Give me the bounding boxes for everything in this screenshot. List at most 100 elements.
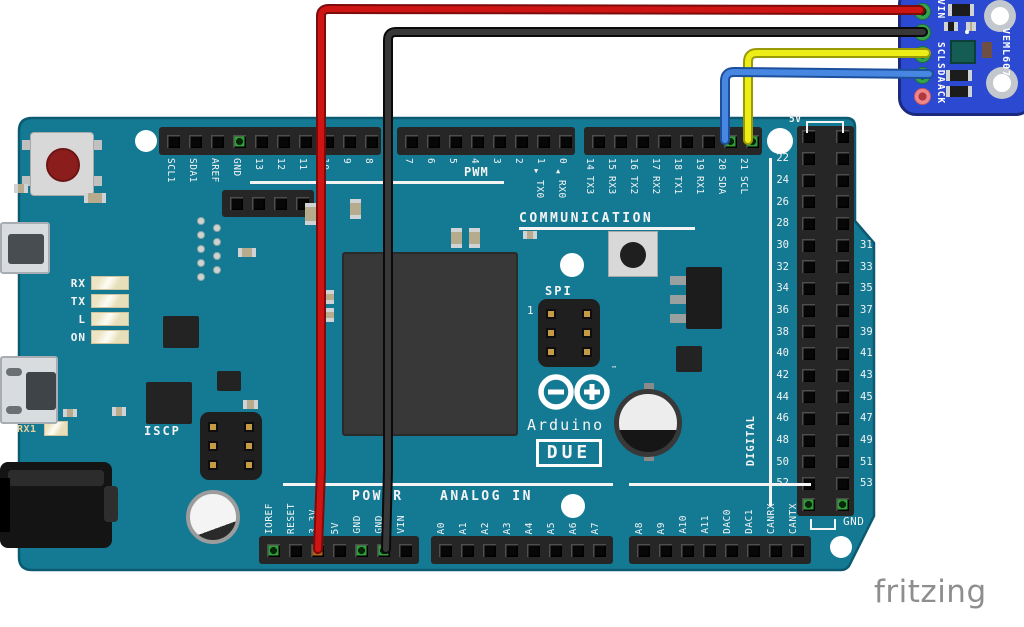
header-pin[interactable] [273,197,287,210]
header-pin[interactable] [802,260,815,274]
header-pin[interactable] [724,543,738,557]
header-pin[interactable] [836,325,849,339]
header-pin[interactable] [680,543,694,557]
header-pin[interactable] [790,543,804,557]
top-header2-pins[interactable] [397,127,575,155]
header-pin[interactable] [460,543,474,557]
header-pin[interactable] [591,134,605,148]
erase-button[interactable] [608,231,658,277]
header-pin[interactable] [836,151,849,165]
header-pin[interactable] [332,543,346,557]
header-pin[interactable] [548,543,562,557]
spi-header[interactable] [538,299,600,367]
wire-sda-blue[interactable] [720,67,934,145]
header-pin[interactable] [802,281,815,295]
power-jack[interactable] [0,462,118,548]
header-pin[interactable] [232,134,246,148]
spi-pin[interactable] [546,327,556,338]
header-pin[interactable] [558,134,572,148]
wire-ground-black[interactable] [381,27,928,554]
header-pin[interactable] [657,134,671,148]
iscp-pin[interactable] [244,440,254,451]
header-pin[interactable] [210,134,224,148]
usb-native-port[interactable] [0,356,58,424]
digital-header-strip[interactable] [797,126,854,516]
header-pin[interactable] [398,543,412,557]
header-pin[interactable] [802,303,815,317]
mcu-chip[interactable] [342,252,518,436]
header-pin[interactable] [802,390,815,404]
header-pin[interactable] [802,195,815,209]
sensor-pin[interactable] [914,88,931,106]
header-pin[interactable] [658,543,672,557]
reset-button[interactable] [30,132,94,196]
header-pin[interactable] [836,498,849,512]
header-pin[interactable] [448,134,462,148]
spi-pin[interactable] [546,347,556,358]
header-pin[interactable] [526,543,540,557]
spi-pin[interactable] [546,308,556,319]
header-pin[interactable] [802,346,815,360]
header-pin[interactable] [701,134,715,148]
erase-button-cap[interactable] [620,242,646,268]
iscp-pin[interactable] [208,421,218,432]
header-pin[interactable] [836,130,849,144]
power-pins[interactable] [259,536,419,564]
analog2-pins[interactable] [629,536,811,564]
header-pin[interactable] [836,346,849,360]
header-pin[interactable] [802,151,815,165]
header-pin[interactable] [266,543,280,557]
iscp-pin[interactable] [208,440,218,451]
header-pin[interactable] [166,134,180,148]
header-pin[interactable] [702,543,716,557]
header-pin[interactable] [635,134,649,148]
header-pin[interactable] [836,433,849,447]
header-pin[interactable] [364,134,378,148]
spi-pin[interactable] [582,327,592,338]
capacitor[interactable] [614,389,682,457]
header-pin[interactable] [438,543,452,557]
header-pin[interactable] [514,134,528,148]
header-pin[interactable] [342,134,356,148]
header-pin[interactable] [836,368,849,382]
header-pin[interactable] [802,238,815,252]
header-pin[interactable] [836,216,849,230]
header-pin[interactable] [836,281,849,295]
header-pin[interactable] [426,134,440,148]
iscp-pin[interactable] [244,460,254,471]
header-pin[interactable] [746,543,760,557]
header-pin[interactable] [836,260,849,274]
header-pin[interactable] [836,411,849,425]
header-pin[interactable] [613,134,627,148]
header-pin[interactable] [836,173,849,187]
header-pin[interactable] [404,134,418,148]
header-pin[interactable] [492,134,506,148]
usb-programming-port[interactable] [0,222,50,274]
reset-button-cap[interactable] [46,148,80,182]
header-pin[interactable] [802,173,815,187]
header-pin[interactable] [802,216,815,230]
header-pin[interactable] [802,455,815,469]
header-pin[interactable] [470,134,484,148]
header-pin[interactable] [802,368,815,382]
header-pin[interactable] [636,543,650,557]
header-pin[interactable] [592,543,606,557]
header-pin[interactable] [482,543,496,557]
wire-scl-yellow[interactable] [743,48,931,145]
header-pin[interactable] [836,476,849,490]
spi-pin[interactable] [582,347,592,358]
header-pin[interactable] [836,455,849,469]
header-pin[interactable] [802,411,815,425]
header-pin[interactable] [768,543,782,557]
header-pin[interactable] [679,134,693,148]
debug-header[interactable] [222,190,314,217]
header-pin[interactable] [802,325,815,339]
header-pin[interactable] [251,197,265,210]
header-pin[interactable] [354,543,368,557]
header-pin[interactable] [836,195,849,209]
header-pin[interactable] [836,390,849,404]
header-pin[interactable] [802,498,815,512]
communication-pins[interactable] [584,127,762,155]
iscp-pin[interactable] [244,421,254,432]
header-pin[interactable] [229,197,243,210]
